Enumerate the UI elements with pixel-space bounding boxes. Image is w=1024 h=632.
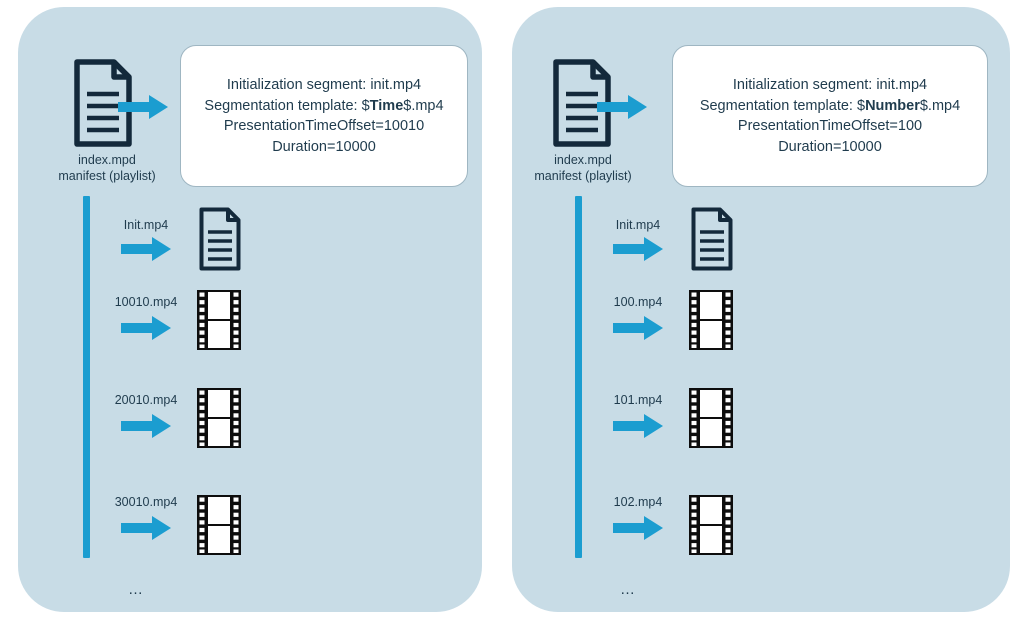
film-strip-icon [197, 388, 241, 448]
manifest-label: index.mpd manifest (playlist) [18, 152, 196, 184]
callout-line-init-segment: Initialization segment: init.mp4 [732, 77, 928, 93]
manifest-label: index.mpd manifest (playlist) [494, 152, 672, 184]
manifest-label-line2: manifest (playlist) [58, 169, 156, 183]
template-variable: Time [369, 97, 404, 114]
arrow-right-icon [121, 515, 171, 541]
timeline-bar [83, 196, 90, 558]
template-prefix: Segmentation template: $ [699, 97, 866, 114]
segment-label: 101.mp4 [613, 393, 663, 407]
arrow-right-icon [613, 236, 663, 262]
manifest-label-line1: index.mpd [78, 153, 136, 167]
segment-label: 20010.mp4 [114, 393, 178, 407]
segment-label: Init.mp4 [123, 218, 169, 232]
arrow-right-icon [121, 413, 171, 439]
timeline-bar [575, 196, 582, 558]
arrow-right-icon [121, 315, 171, 341]
document-icon [690, 206, 734, 272]
segment-label: Init.mp4 [615, 218, 661, 232]
document-icon [198, 206, 242, 272]
segment-label: 102.mp4 [613, 495, 663, 509]
more-segments-indicator: … [620, 581, 636, 598]
panel-number-template: index.mpd manifest (playlist) Initializa… [512, 7, 1010, 612]
manifest-details-callout: Initialization segment: init.mp4 Segment… [672, 45, 988, 187]
panel-time-template: index.mpd manifest (playlist) Initializa… [18, 7, 482, 612]
film-strip-icon [689, 495, 733, 555]
callout-line-presentation-time-offset: PresentationTimeOffset=10010 [223, 118, 425, 134]
arrow-right-icon [118, 94, 168, 120]
arrow-right-icon [121, 236, 171, 262]
segment-label: 100.mp4 [613, 295, 663, 309]
template-variable: Number [865, 97, 920, 114]
manifest-details-callout: Initialization segment: init.mp4 Segment… [180, 45, 468, 187]
film-strip-icon [689, 290, 733, 350]
callout-line-duration: Duration=10000 [778, 138, 882, 155]
arrow-right-icon [613, 413, 663, 439]
film-strip-icon [197, 290, 241, 350]
template-suffix: $.mp4 [919, 97, 961, 114]
template-suffix: $.mp4 [403, 97, 444, 114]
more-segments-indicator: … [128, 581, 144, 598]
arrow-right-icon [597, 94, 647, 120]
arrow-right-icon [613, 315, 663, 341]
arrow-right-icon [613, 515, 663, 541]
template-prefix: Segmentation template: $ [204, 97, 370, 114]
film-strip-icon [197, 495, 241, 555]
segment-label: 10010.mp4 [114, 295, 178, 309]
callout-line-segmentation-template: Segmentation template: $Number$.mp4 [700, 96, 960, 117]
callout-line-segmentation-template: Segmentation template: $Time$.mp4 [204, 96, 443, 117]
film-strip-icon [689, 388, 733, 448]
callout-line-duration: Duration=10000 [272, 138, 376, 155]
manifest-label-line2: manifest (playlist) [534, 169, 632, 183]
manifest-label-line1: index.mpd [554, 153, 612, 167]
callout-line-init-segment: Initialization segment: init.mp4 [226, 77, 422, 93]
callout-line-presentation-time-offset: PresentationTimeOffset=100 [737, 118, 923, 134]
segment-label: 30010.mp4 [114, 495, 178, 509]
